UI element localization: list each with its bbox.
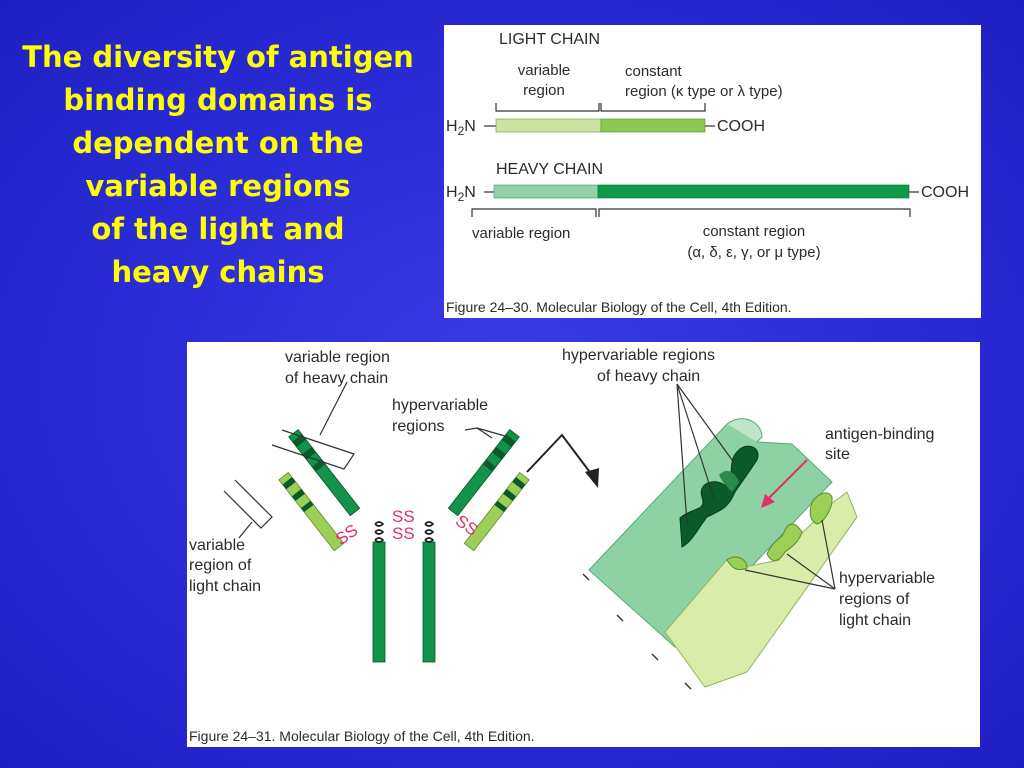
- c-terminus-label: COOH: [717, 118, 765, 135]
- n-terminus-label: H2N: [446, 118, 476, 138]
- light-constant-label: region (κ type or λ type): [625, 83, 783, 100]
- title-line: heavy chains: [111, 255, 325, 289]
- figure-caption: Figure 24–30. Molecular Biology of the C…: [446, 299, 792, 315]
- hypervariable-leader: [476, 427, 506, 437]
- hypervariable-leader: [464, 427, 493, 439]
- heavy-variable-label: variable region: [472, 225, 570, 242]
- antibody-diagram-svg: SS SS SS SS variable region of heavy cha…: [189, 347, 935, 744]
- heavy-constant-label: (α, δ, ε, γ, or μ type): [687, 244, 820, 261]
- heavy-constant-label: constant region: [703, 223, 806, 240]
- n-terminus-label: H2N: [446, 184, 476, 204]
- hypervariable-label: hypervariable: [392, 397, 488, 414]
- hypervariable-label: regions: [392, 418, 444, 435]
- light-variable-label: variable: [518, 62, 571, 79]
- disulfide-bond-label: SS: [392, 507, 415, 526]
- variable-heavy-label: of heavy chain: [285, 370, 388, 387]
- variable-light-label: variable: [189, 537, 245, 554]
- light-chain-title: LIGHT CHAIN: [499, 31, 600, 48]
- figure-antibody-structure: SS SS SS SS variable region of heavy cha…: [187, 342, 980, 747]
- hinge-coil-right: [424, 521, 435, 543]
- light-variable-bar: [495, 118, 602, 133]
- variable-light-leader: [238, 521, 253, 539]
- title-line: binding domains is: [63, 83, 373, 117]
- light-variable-bracket: [495, 103, 600, 112]
- variable-light-bracket: [223, 479, 273, 529]
- title-line: The diversity of antigen: [22, 40, 414, 74]
- light-constant-bar: [600, 118, 706, 133]
- variable-heavy-leader: [319, 381, 348, 436]
- heavy-chain-arm-left: [288, 428, 361, 517]
- slide-title: The diversity of antigen binding domains…: [8, 36, 428, 294]
- antigen-site-label: site: [825, 446, 850, 463]
- light-chain-arm-right: [463, 471, 530, 552]
- antigen-site-arrow-head: [761, 494, 775, 508]
- title-line: of the light and: [91, 212, 345, 246]
- hv-light-label: regions of: [839, 591, 910, 608]
- figure-caption: Figure 24–31. Molecular Biology of the C…: [189, 728, 535, 744]
- heavy-chain-title: HEAVY CHAIN: [496, 161, 603, 178]
- antigen-site-arrow: [766, 459, 808, 501]
- heavy-variable-bar: [493, 184, 599, 199]
- heavy-chain-3d-domain: [588, 418, 833, 648]
- light-constant-label: constant: [625, 63, 683, 80]
- antigen-site-label: antigen-binding: [825, 426, 934, 443]
- hv-heavy-label: hypervariable regions: [562, 347, 715, 364]
- zoom-arrow-head: [585, 468, 599, 488]
- heavy-variable-bracket: [471, 208, 597, 217]
- hv-light-label: light chain: [839, 612, 911, 629]
- hv-light-leaders: [744, 519, 836, 590]
- light-variable-label: region: [523, 82, 565, 99]
- heavy-constant-bar: [597, 184, 910, 199]
- heavy-chain-stem-right: [422, 541, 436, 663]
- heavy-chain-arm-right: [447, 428, 520, 517]
- heavy-constant-bracket: [598, 208, 911, 217]
- variable-heavy-label: variable region: [285, 349, 390, 366]
- disulfide-bond-label: SS: [392, 524, 415, 543]
- variable-heavy-bracket: [271, 429, 355, 470]
- hinge-coil-left: [374, 521, 385, 543]
- zoom-arrow: [526, 433, 593, 476]
- hv-heavy-leaders: [676, 383, 736, 525]
- figure-chain-domain-map: LIGHT CHAIN variable region constant reg…: [444, 25, 981, 318]
- heavy-chain-stem-left: [372, 541, 386, 663]
- antibody-y-molecule: SS SS SS SS: [278, 428, 530, 663]
- hv-light-label: hypervariable: [839, 570, 935, 587]
- title-line: dependent on the: [72, 126, 364, 160]
- hv-heavy-label: of heavy chain: [597, 368, 700, 385]
- variable-light-label: light chain: [189, 578, 261, 595]
- variable-light-label: region of: [189, 557, 252, 574]
- chain-diagram-svg: LIGHT CHAIN variable region constant reg…: [446, 31, 969, 315]
- title-line: variable regions: [85, 169, 351, 203]
- light-constant-bracket: [600, 103, 706, 112]
- c-terminus-label: COOH: [921, 184, 969, 201]
- light-chain-3d-domain: [664, 491, 858, 688]
- light-chain-arm-left: [278, 471, 345, 552]
- break-marks: [582, 573, 692, 690]
